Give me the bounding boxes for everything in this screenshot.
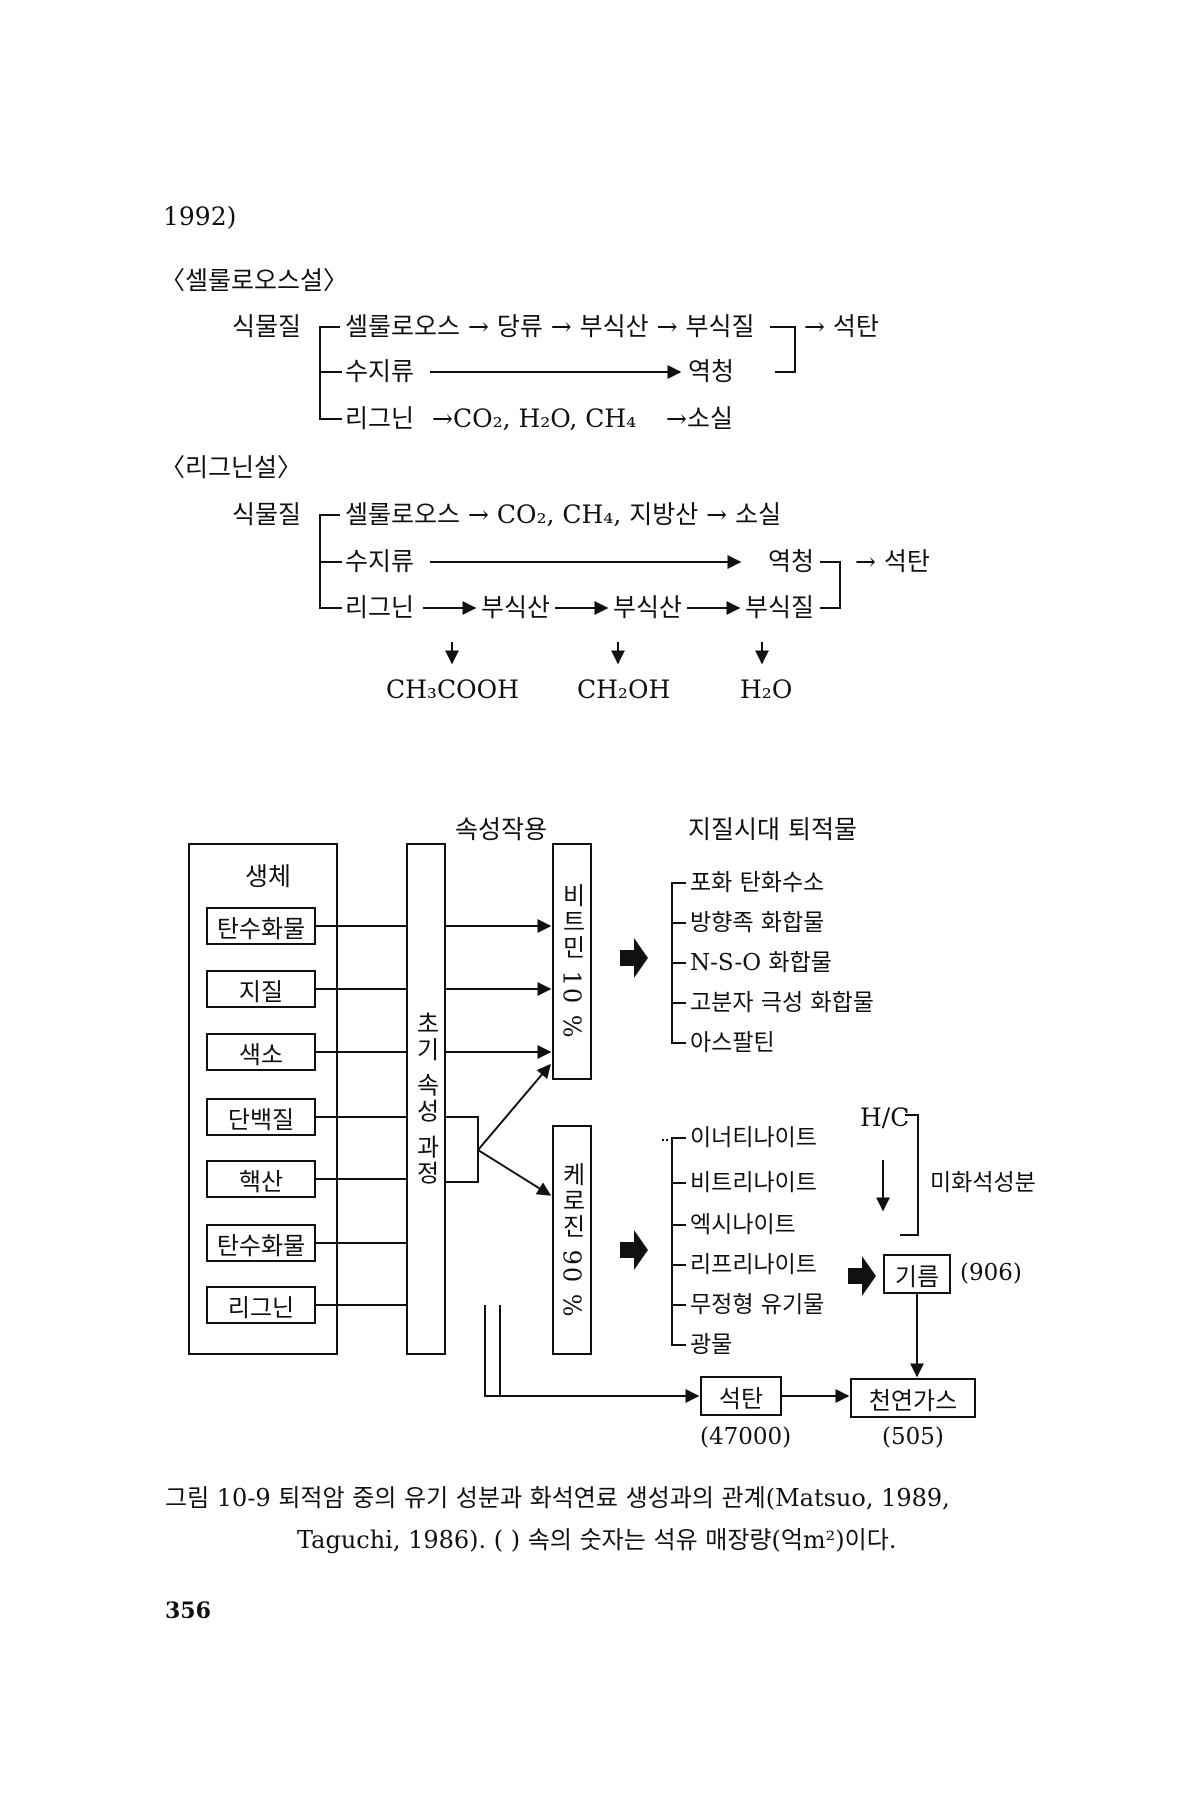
kerogen-label: 케로진 90 % [557,1161,586,1319]
cellulose-row3: 리그닌 [345,404,415,433]
bitumen-box: 비트민 10 % [552,843,592,1080]
component-nucleic-acid: 핵산 [206,1160,316,1198]
natural-gas-box: 천연가스 [850,1378,976,1418]
bitumen-label: 비트민 10 % [557,883,586,1040]
coal-forming-label: 미화석성분 [930,1170,1036,1196]
cellulose-row3-result: →소실 [666,404,733,433]
lignin-theory-title: 〈리그닌설〉 [160,453,303,482]
coal-reserve: (47000) [700,1424,792,1450]
bitumen-item-nso: N-S-O 화합물 [690,950,832,976]
kerogen-item-amorphous: 무정형 유기물 [690,1292,825,1318]
natural-gas-reserve: (505) [882,1424,944,1450]
component-carbohydrate-2: 탄수화물 [206,1224,316,1262]
lignin-root: 식물질 [232,500,302,529]
byproduct-water: H₂O [740,675,793,704]
lignin-row1: 셀룰로오스 → CO₂, CH₄, 지방산 → 소실 [345,500,782,529]
cellulose-row2: 수지류 [345,357,415,386]
cellulose-row1: 셀룰로오스 → 당류 → 부식산 → 부식질 [345,312,755,341]
component-protein: 단백질 [206,1098,316,1136]
oil-reserve: (906) [960,1260,1022,1286]
lignin-humin: 부식질 [745,593,815,622]
component-carbohydrate: 탄수화물 [206,907,316,945]
oil-box: 기름 [883,1254,951,1294]
bitumen-item-polar: 고분자 극성 화합물 [690,990,874,1016]
early-diagenesis-box: 초기 속성 과정 [406,843,446,1355]
figure-caption-line-2: Taguchi, 1986). ( ) 속의 숫자는 석유 매장량(억m²)이다… [297,1526,897,1554]
byproduct-methanol: CH₂OH [577,675,671,704]
lignin-row2-mid: 역청 [768,547,815,576]
bitumen-item-asphaltene: 아스팔틴 [690,1030,775,1056]
lignin-row2-result: → 석탄 [855,547,930,576]
component-lipid: 지질 [206,970,316,1008]
component-pigment: 색소 [206,1033,316,1071]
lignin-row2: 수지류 [345,547,415,576]
kerogen-item-exinite: 엑시나이트 [690,1212,796,1238]
page-number: 356 [165,1598,211,1624]
kerogen-item-liptinite: 리프리나이트 [690,1252,817,1278]
diagenesis-label: 속성작용 [455,815,548,844]
lignin-acid-2: 부식산 [613,593,683,622]
kerogen-item-inertinite: 이너티나이트 [690,1125,817,1151]
cellulose-row3-products: →CO₂, H₂O, CH₄ [432,404,637,433]
lignin-acid-1: 부식산 [481,593,551,622]
bitumen-item-saturated: 포화 탄화수소 [690,870,825,896]
lignin-row3: 리그닌 [345,593,415,622]
kerogen-item-mineral: 광물 [690,1332,733,1358]
bitumen-item-aromatic: 방향족 화합물 [690,910,825,936]
sediment-label: 지질시대 퇴적물 [688,815,857,844]
citation-tail: 1992) [163,202,237,231]
cellulose-row1-result: → 석탄 [804,312,879,341]
hc-ratio-label: H/C [860,1103,910,1132]
cellulose-row2-result: 역청 [688,357,735,386]
kerogen-box: 케로진 90 % [552,1125,592,1355]
early-diagenesis-label: 초기 속성 과정 [411,1011,440,1187]
kerogen-item-vitrinite: 비트리나이트 [690,1170,817,1196]
byproduct-acetic-acid: CH₃COOH [386,675,519,704]
figure-caption-line-1: 그림 10-9 퇴적암 중의 유기 성분과 화석연료 생성과의 관계(Matsu… [165,1484,950,1512]
component-lignin: 리그닌 [206,1286,316,1324]
cellulose-theory-title: 〈셀룰로오스설〉 [160,266,349,295]
cellulose-root: 식물질 [232,312,302,341]
organism-title: 생체 [245,862,292,891]
coal-box: 석탄 [700,1376,782,1416]
